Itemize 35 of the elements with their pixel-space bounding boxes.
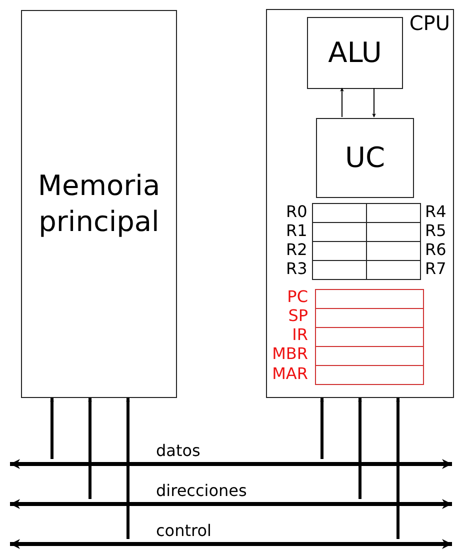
register-label: R1: [286, 221, 308, 240]
arrow: [396, 398, 400, 539]
box-title: Memoria principal: [36, 168, 162, 240]
bus-line: [8, 499, 454, 509]
register-label: R5: [425, 221, 446, 240]
register-label: MBR: [272, 344, 308, 363]
unit-box: [307, 17, 403, 89]
register-label: MAR: [272, 364, 308, 383]
register-label: SP: [288, 306, 308, 325]
arrow: [372, 88, 376, 118]
bus-label: control: [156, 521, 212, 540]
arrow: [50, 398, 54, 459]
register-label: R4: [425, 202, 446, 221]
unit-box: [316, 118, 414, 198]
bus-label: datos: [156, 441, 200, 460]
arrow: [340, 88, 344, 118]
arrow: [126, 398, 130, 539]
processor-box: [266, 9, 454, 398]
register-label: R0: [286, 202, 308, 221]
box-heading: CPU: [409, 10, 450, 36]
register-label: PC: [287, 287, 308, 306]
arrow: [320, 398, 324, 459]
bus-line: [8, 459, 454, 469]
arrow: [358, 398, 362, 499]
memory-box: [21, 10, 177, 398]
box-title: ALU: [328, 34, 382, 71]
register-label: IR: [292, 325, 308, 344]
bus-label: direcciones: [156, 481, 247, 500]
arrow: [88, 398, 92, 499]
register-label: R3: [286, 259, 308, 278]
bus-line: [8, 539, 454, 549]
register-label: R7: [425, 259, 446, 278]
register-label: R2: [286, 240, 308, 259]
box-title: UC: [344, 140, 386, 176]
register-label: R6: [425, 240, 446, 259]
